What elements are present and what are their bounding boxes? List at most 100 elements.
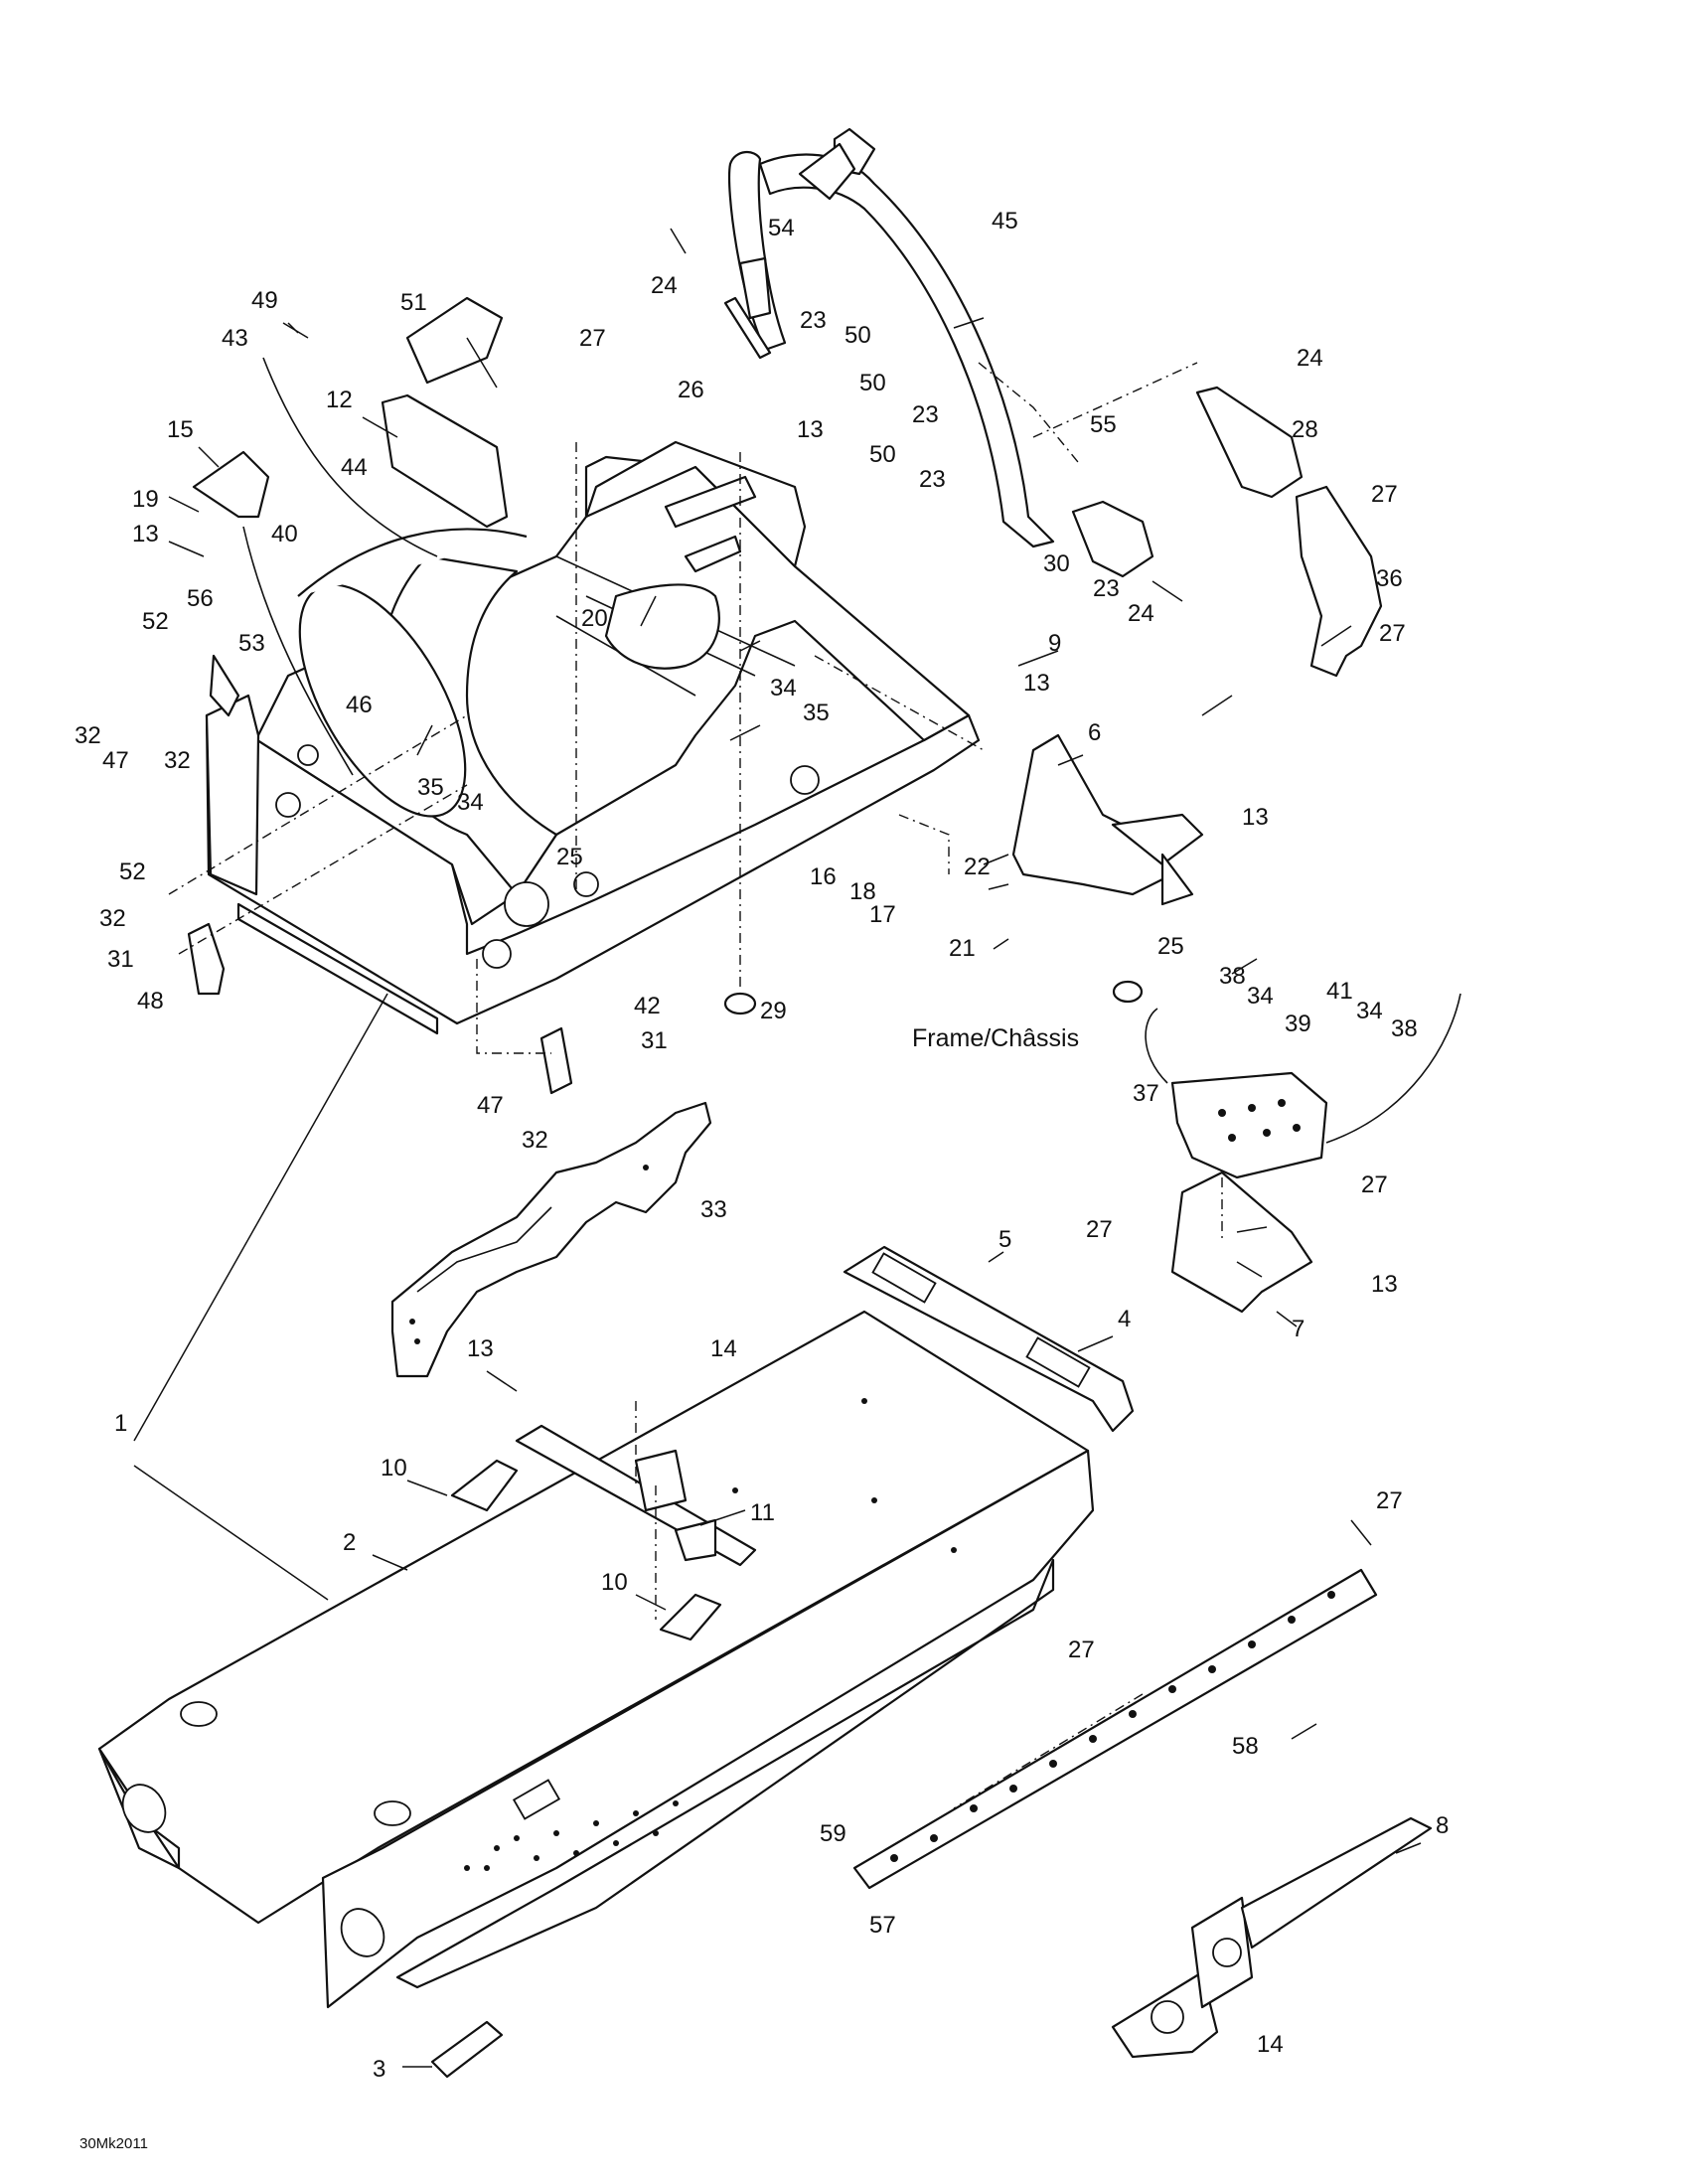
bracket-8 <box>1111 1816 1433 2059</box>
callout-13e: 13 <box>1371 1271 1398 1298</box>
callout-25b: 25 <box>1157 933 1184 960</box>
drawing-code: 30Mk2011 <box>79 2135 148 2152</box>
bracket-15 <box>192 450 270 519</box>
callout-17: 17 <box>869 901 896 928</box>
callout-44: 44 <box>341 454 368 481</box>
callout-3: 3 <box>373 2056 385 2083</box>
callout-2: 2 <box>343 1529 356 1556</box>
attachment-arrows <box>242 357 1461 1144</box>
callout-12: 12 <box>326 387 353 413</box>
callout-31a: 31 <box>107 946 134 973</box>
callout-32c: 32 <box>99 905 126 932</box>
footrest-bracket-7 <box>1170 1170 1313 1314</box>
callout-57: 57 <box>869 1912 896 1939</box>
upper-frame-assembly <box>205 440 981 1035</box>
callout-34b: 34 <box>457 789 484 816</box>
steering-support-loop <box>723 127 1055 548</box>
callout-43: 43 <box>222 325 248 352</box>
callout-24c: 24 <box>1128 600 1154 627</box>
callout-59: 59 <box>820 1820 846 1847</box>
bracket-36 <box>1295 485 1383 678</box>
bracket-54 <box>738 256 772 320</box>
callout-13b: 13 <box>132 521 159 547</box>
callout-35a: 35 <box>803 700 830 726</box>
frame-caption: Frame/Châssis <box>912 1024 1079 1052</box>
tunnel-2 <box>97 1310 1095 2009</box>
callout-50c: 50 <box>869 441 896 468</box>
callout-27f: 27 <box>1376 1487 1403 1514</box>
callout-58: 58 <box>1232 1733 1259 1760</box>
callout-13a: 13 <box>797 416 824 443</box>
plate-4 <box>843 1245 1135 1433</box>
callout-11: 11 <box>750 1499 775 1526</box>
callout-56: 56 <box>187 585 214 612</box>
callout-54: 54 <box>768 215 795 241</box>
callout-32a: 32 <box>75 722 101 749</box>
callout-38b: 38 <box>1391 1015 1418 1042</box>
callout-34a: 34 <box>770 675 797 702</box>
callout-36: 36 <box>1376 565 1403 592</box>
callout-5: 5 <box>998 1226 1011 1253</box>
bracket-11 <box>515 1424 757 1567</box>
callout-27a: 27 <box>579 325 606 352</box>
callout-16: 16 <box>810 863 837 890</box>
plate-10-lower <box>659 1593 722 1641</box>
callout-42: 42 <box>634 993 661 1019</box>
callout-15: 15 <box>167 416 194 443</box>
callout-46: 46 <box>346 692 373 718</box>
callout-27d: 27 <box>1361 1171 1388 1198</box>
callout-8: 8 <box>1436 1812 1449 1839</box>
callout-10b: 10 <box>601 1569 628 1596</box>
callout-13c: 13 <box>1023 670 1050 697</box>
leader-lines <box>133 228 1422 2068</box>
callout-10a: 10 <box>381 1455 407 1482</box>
callout-29: 29 <box>760 998 787 1024</box>
callout-23c: 23 <box>919 466 946 493</box>
callout-35b: 35 <box>417 774 444 801</box>
callout-52a: 52 <box>142 608 169 635</box>
callout-50a: 50 <box>844 322 871 349</box>
callout-27g: 27 <box>1068 1637 1095 1663</box>
callout-9: 9 <box>1048 630 1061 657</box>
callout-23a: 23 <box>800 307 827 334</box>
callout-21: 21 <box>949 935 976 962</box>
footrest-37 <box>1170 1071 1328 1179</box>
callout-26: 26 <box>678 377 704 403</box>
callout-40: 40 <box>271 521 298 547</box>
callout-19: 19 <box>132 486 159 513</box>
callout-30: 30 <box>1043 550 1070 577</box>
bracket-48 <box>187 922 226 996</box>
bracket-28 <box>1195 386 1304 499</box>
callout-34c: 34 <box>1247 983 1274 1010</box>
callout-37: 37 <box>1133 1080 1159 1107</box>
callout-22: 22 <box>964 854 991 880</box>
callout-14b: 14 <box>1257 2031 1284 2058</box>
bracket-30 <box>1071 500 1154 578</box>
callout-27e: 27 <box>1086 1216 1113 1243</box>
callout-38a: 38 <box>1219 963 1246 990</box>
callout-32b: 32 <box>164 747 191 774</box>
callout-23d: 23 <box>1093 575 1120 602</box>
callout-47b: 47 <box>477 1092 504 1119</box>
callout-51: 51 <box>400 289 427 316</box>
callout-7: 7 <box>1292 1316 1305 1342</box>
callout-31b: 31 <box>641 1027 668 1054</box>
callout-39: 39 <box>1285 1011 1311 1037</box>
plate-10-upper <box>450 1459 519 1512</box>
callout-53: 53 <box>238 630 265 657</box>
plate-12 <box>381 393 509 529</box>
callout-24a: 24 <box>651 272 678 299</box>
callout-55: 55 <box>1090 411 1117 438</box>
clamp-51 <box>405 296 504 385</box>
callout-47a: 47 <box>102 747 129 774</box>
callout-50b: 50 <box>859 370 886 396</box>
callout-52b: 52 <box>119 858 146 885</box>
callout-23b: 23 <box>912 401 939 428</box>
callout-25a: 25 <box>556 844 583 870</box>
running-board-58 <box>852 1568 1378 1890</box>
callout-48: 48 <box>137 988 164 1014</box>
assembly-lines <box>168 362 1223 1809</box>
callout-34d: 34 <box>1356 998 1383 1024</box>
callout-27c: 27 <box>1379 620 1406 647</box>
